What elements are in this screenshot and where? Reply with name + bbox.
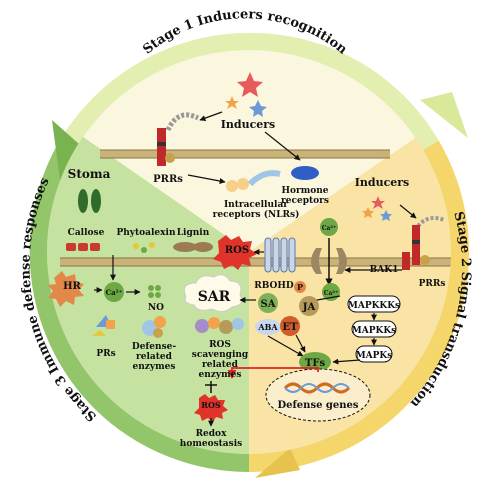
ca-ion-top-shape (320, 218, 338, 236)
ring-arrow-right (255, 448, 300, 478)
hr-label: HR (63, 281, 81, 292)
star-blue-small-icon (380, 210, 392, 221)
stoma-icon (78, 189, 101, 213)
intracellular-label-2: receptors (NLRs) (213, 209, 300, 220)
aba-shape (255, 319, 281, 335)
redox-label-2: homeostasis (180, 439, 242, 449)
ca-ion-bottom-label: Ca²⁺ (324, 290, 338, 297)
prs-icon (92, 315, 115, 336)
rbohd-channel (264, 237, 296, 273)
lignin-icon (173, 242, 213, 252)
ros-scavenging-icon (195, 317, 244, 334)
phytoalexin-icon (133, 242, 155, 253)
ros-small-label: ROS (201, 400, 221, 410)
tfs-shape (299, 352, 331, 372)
phospho-shape (294, 281, 306, 293)
defense-enzymes-icon (142, 316, 166, 338)
no-label: NO (148, 303, 164, 313)
ring-arrow-top (420, 92, 468, 138)
sar-cloud-shape (183, 274, 243, 313)
hr-burst-shape (48, 271, 84, 307)
nlr-receptor-shape (226, 170, 281, 192)
ca-ion-top-label: Ca²⁺ (322, 225, 336, 232)
defense-enzymes-label-3: enzymes (133, 362, 176, 372)
lignin-label: Lignin (177, 228, 210, 238)
stoma-label: Stoma (68, 167, 111, 181)
prr-receptor-right (402, 216, 445, 270)
prr-receptor-top (157, 112, 200, 166)
inducers-top-label: Inducers (221, 118, 276, 131)
mapkkks-label: MAPKKKs (348, 301, 400, 311)
callose-label: Callose (68, 228, 105, 238)
ca-left-shape (104, 282, 124, 302)
feedback-arrow (227, 367, 319, 379)
prs-label: PRs (96, 349, 115, 359)
star-orange-small-icon (362, 207, 374, 218)
ring-arrow-left (52, 120, 88, 180)
defense-enzymes-label-1: Defense- (132, 342, 176, 352)
aba-label: ABA (257, 322, 278, 332)
sa-shape (258, 293, 278, 313)
mapks-box (355, 345, 393, 363)
phospho-label: P (297, 282, 303, 292)
redox-label-1: Redox (196, 429, 228, 439)
inducer-stars-top (225, 72, 267, 117)
inducer-stars-right (362, 196, 392, 221)
membrane-middle (60, 258, 451, 266)
ja-shape (299, 296, 319, 316)
intracellular-label-1: Intracellular (224, 200, 288, 210)
ros-burst-shape (213, 235, 257, 270)
hormone-receptor-shape (291, 166, 319, 180)
callose-icon (66, 243, 100, 251)
star-orange-icon (225, 96, 239, 109)
ros-main-label: ROS (225, 245, 249, 256)
ros-small-burst-shape (194, 394, 228, 422)
hormone-receptors-label-2: receptors (281, 196, 329, 206)
membrane-top (100, 150, 390, 158)
ja-label: JA (302, 302, 316, 313)
ros-scav-label-1: ROS (209, 340, 231, 350)
mapkks-label: MAPKKs (352, 326, 396, 336)
defense-enzymes-label-2: related (136, 352, 173, 362)
phytoalexin-label: Phytoalexin (116, 228, 175, 238)
star-red-small-icon (371, 196, 385, 209)
ca-channel-shape (311, 248, 347, 274)
hormone-receptors-label-1: Hormone (281, 186, 328, 196)
no-icon (148, 285, 161, 298)
tfs-label: TFs (305, 358, 326, 369)
rbohd-label: RBOHD (254, 281, 294, 291)
sa-label: SA (261, 299, 276, 310)
inner-top-sector (70, 50, 430, 252)
ca-left-label: Ca²⁺ (106, 288, 123, 297)
ros-scav-label-3: related (202, 360, 239, 370)
et-label: ET (282, 322, 298, 333)
star-blue-icon (249, 100, 267, 117)
prrs-top-label: PRRs (153, 174, 183, 185)
et-shape (280, 316, 300, 336)
defense-genes-label: Defense genes (277, 400, 358, 411)
mapks-label: MAPKs (356, 351, 393, 361)
nucleus-shape (265, 368, 371, 422)
prrs-right-label: PRRs (419, 279, 446, 289)
mapkks-box (351, 320, 397, 338)
sar-label: SAR (198, 289, 231, 305)
ros-scav-label-4: enzymes (199, 370, 242, 380)
ros-scav-label-2: scavenging (192, 350, 249, 360)
star-red-icon (237, 72, 263, 97)
inducers-right-label: Inducers (355, 176, 410, 189)
mapkkks-box (347, 295, 401, 313)
